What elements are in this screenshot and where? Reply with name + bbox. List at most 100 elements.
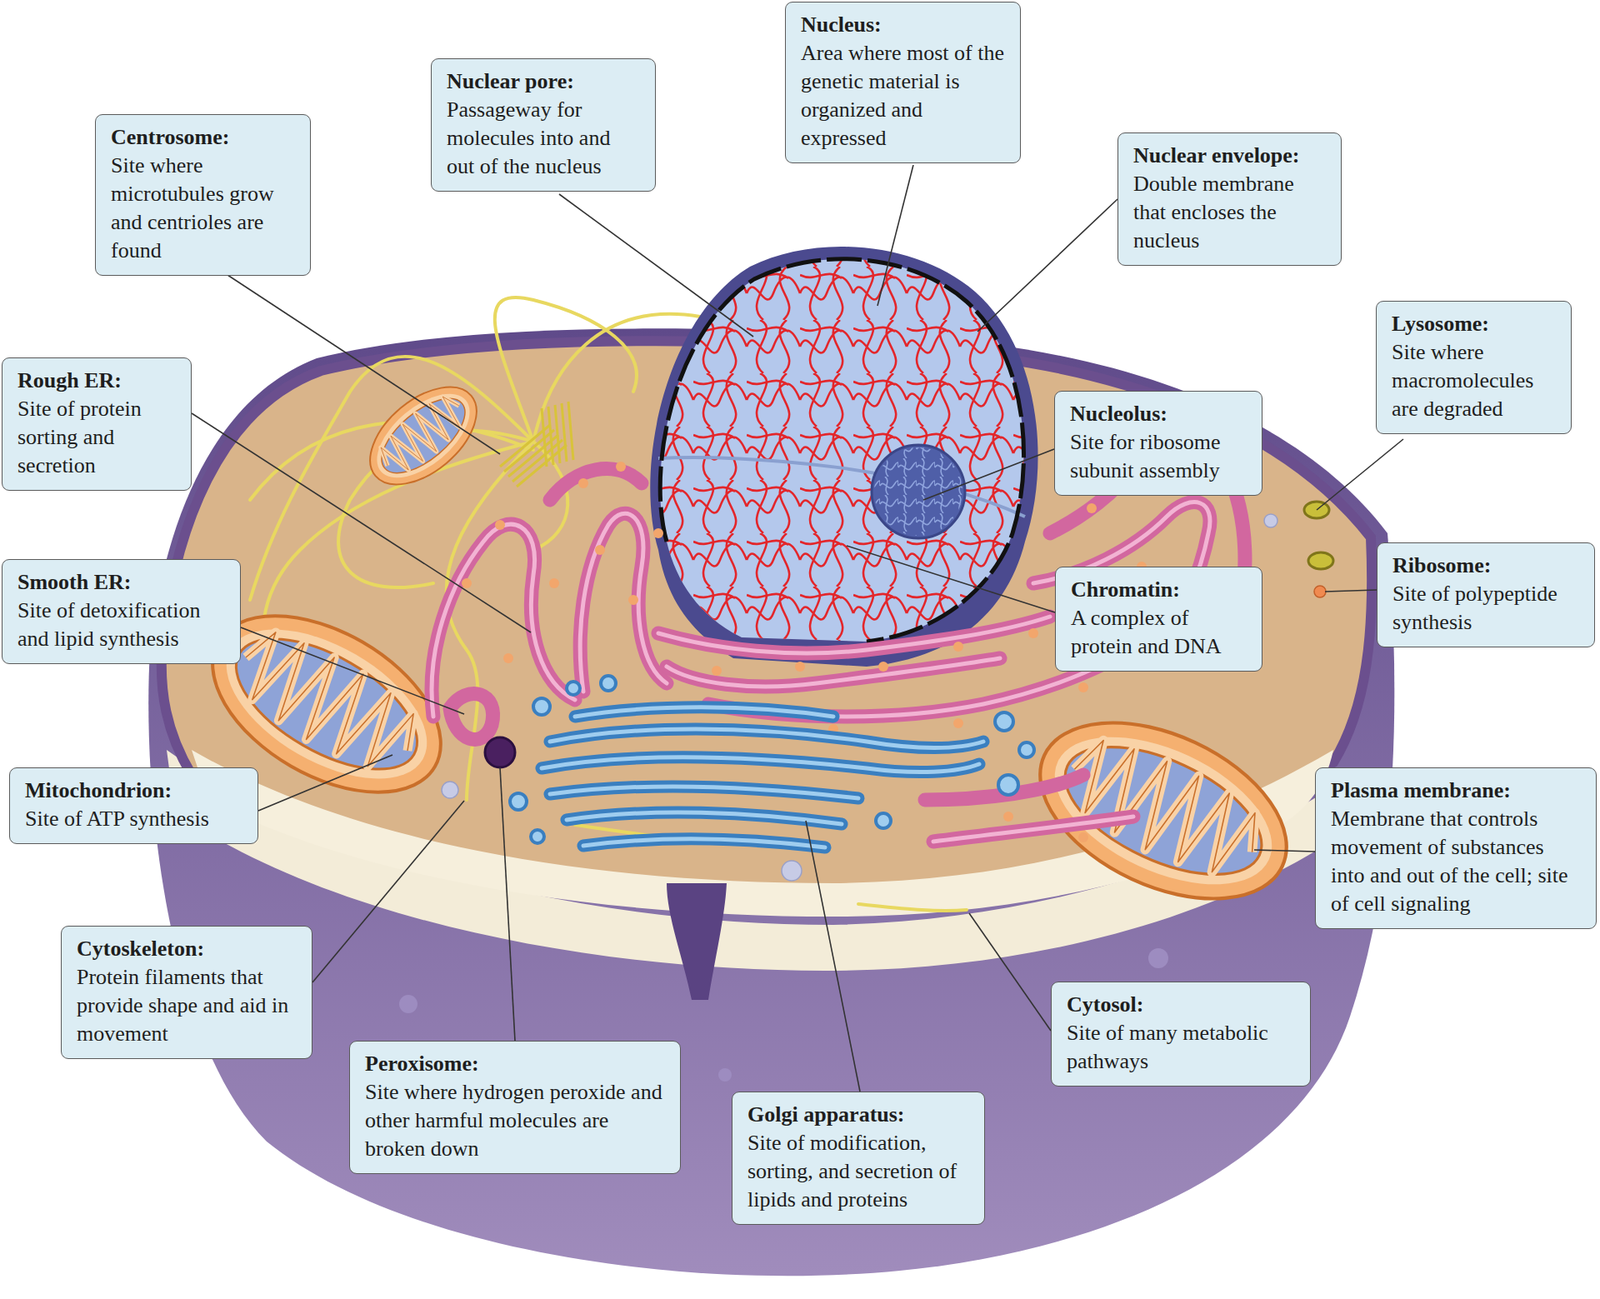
golgi-sac: [550, 729, 984, 749]
ribosome-dot: [653, 528, 664, 539]
callout-heading: Chromatin:: [1070, 575, 1249, 605]
nuclear-envelope-back: [650, 246, 1038, 667]
golgi-vesicle: [530, 830, 545, 844]
leader-line: [559, 194, 754, 337]
golgi-vesicle: [875, 813, 891, 829]
callout-box: Ribosome:Site of polypeptide synthesis: [1376, 542, 1595, 648]
leader-line: [191, 413, 531, 633]
callout-box: Centrosome:Site where microtubules grow …: [95, 114, 311, 276]
er-lumen-line: [666, 658, 1000, 687]
centrosome: [500, 401, 574, 487]
slab-bubble: [399, 995, 418, 1014]
leader-line: [240, 627, 465, 715]
golgi-vesicle: [510, 793, 527, 810]
callout-box: Nucleus:Area where most of the genetic m…: [785, 1, 1021, 164]
callout-text: Site of detoxification and lipid synthes…: [17, 596, 227, 654]
peroxisome: [485, 737, 515, 768]
chromatin: [660, 259, 1024, 642]
ribosome-dot: [953, 641, 964, 652]
nucleolus: [871, 445, 965, 539]
membrane-notch: [666, 883, 727, 1000]
ribosome-dot: [503, 653, 514, 664]
filament: [495, 297, 637, 442]
golgi-sac: [550, 786, 859, 799]
golgi-vesicle: [566, 681, 580, 695]
callout-text: Site where microtubules grow and centrio…: [110, 151, 297, 265]
callout-text: Site where hydrogen peroxide and other h…: [365, 1078, 667, 1164]
leader-line: [1325, 590, 1377, 592]
vesicle: [441, 781, 459, 799]
ribosome-dot: [595, 545, 605, 555]
golgi-vesicle: [1019, 742, 1035, 758]
vesicle: [781, 860, 802, 881]
ribosome-dot: [549, 578, 560, 589]
callout-text: Passageway for molecules into and out of…: [446, 95, 642, 181]
golgi-lumen-line: [575, 707, 834, 717]
centriole-tubule: [561, 403, 567, 462]
callout-box: Nuclear envelope:Double membrane that en…: [1117, 132, 1342, 266]
leader-line: [805, 820, 860, 1092]
ribosome-dot: [1078, 832, 1089, 843]
ribosome-dot: [953, 718, 964, 729]
ribosome-dot: [878, 661, 889, 672]
er-sac: [933, 816, 1134, 842]
centriole-tubule: [512, 440, 563, 482]
callout-text: Double membrane that encloses the nucleu…: [1133, 170, 1328, 255]
callout-box: Cytosol:Site of many metabolic pathways: [1050, 981, 1311, 1087]
er-sac: [658, 616, 1050, 654]
callout-text: Site of many metabolic pathways: [1066, 1019, 1297, 1076]
leader-line: [500, 767, 515, 1041]
leader-line: [969, 913, 1051, 1031]
ribosome: [1314, 585, 1326, 598]
er-sac: [580, 513, 667, 692]
golgi-lumen-line: [541, 757, 980, 773]
lysosome: [1308, 552, 1334, 570]
er-sac: [550, 469, 642, 500]
ribosome-dot: [628, 595, 639, 605]
leader-line: [923, 449, 1055, 500]
leader-lines: [191, 165, 1404, 1092]
filament: [446, 441, 534, 800]
er-lumen: [431, 502, 1210, 842]
golgi-lumen-line: [550, 729, 984, 749]
callout-text: Site of ATP synthesis: [25, 805, 245, 834]
golgi-vesicles: [510, 675, 1035, 844]
leader-line: [225, 273, 500, 455]
callout-box: Rough ER:Site of protein sorting and sec…: [1, 357, 192, 491]
er-sac: [431, 524, 575, 717]
golgi-vesicle: [995, 712, 1014, 731]
callout-heading: Nucleolus:: [1070, 400, 1249, 429]
centriole-tubule: [568, 401, 574, 460]
ribosome-dot: [711, 665, 722, 676]
callout-box: Golgi apparatus:Site of modification, so…: [731, 1091, 985, 1225]
golgi-lumen-line: [550, 786, 859, 799]
mitochondrion: [1012, 687, 1315, 935]
ribosome-dot: [495, 520, 505, 530]
centriole-tubule: [541, 408, 547, 467]
callout-text: Site where macromolecules are degraded: [1391, 338, 1558, 424]
nuclear-envelope: [660, 259, 1024, 642]
callout-heading: Centrosome:: [110, 123, 297, 152]
leader-line: [1254, 850, 1315, 852]
ribosome-dot: [461, 578, 472, 589]
golgi-vesicle: [533, 698, 550, 715]
golgi-apparatus: [510, 675, 1035, 848]
leader-line: [258, 755, 393, 811]
leader-line: [1316, 439, 1404, 510]
er-sac: [925, 775, 1084, 800]
callout-heading: Golgi apparatus:: [747, 1100, 971, 1130]
golgi-vesicle: [998, 775, 1019, 795]
vesicle: [1264, 514, 1278, 528]
golgi-sac: [583, 839, 825, 848]
er-lumen-line: [580, 513, 667, 692]
ribosome-dot: [615, 461, 626, 472]
nucleus-cut-edge: [658, 457, 1025, 517]
golgi-lumen-line: [566, 812, 842, 825]
er-sac: [666, 658, 1000, 687]
golgi-sac: [566, 812, 842, 825]
callout-heading: Lysosome:: [1391, 310, 1558, 339]
nucleoplasm: [660, 259, 1024, 642]
golgi-vesicle: [600, 675, 616, 691]
er-lumen-line: [658, 616, 1050, 654]
